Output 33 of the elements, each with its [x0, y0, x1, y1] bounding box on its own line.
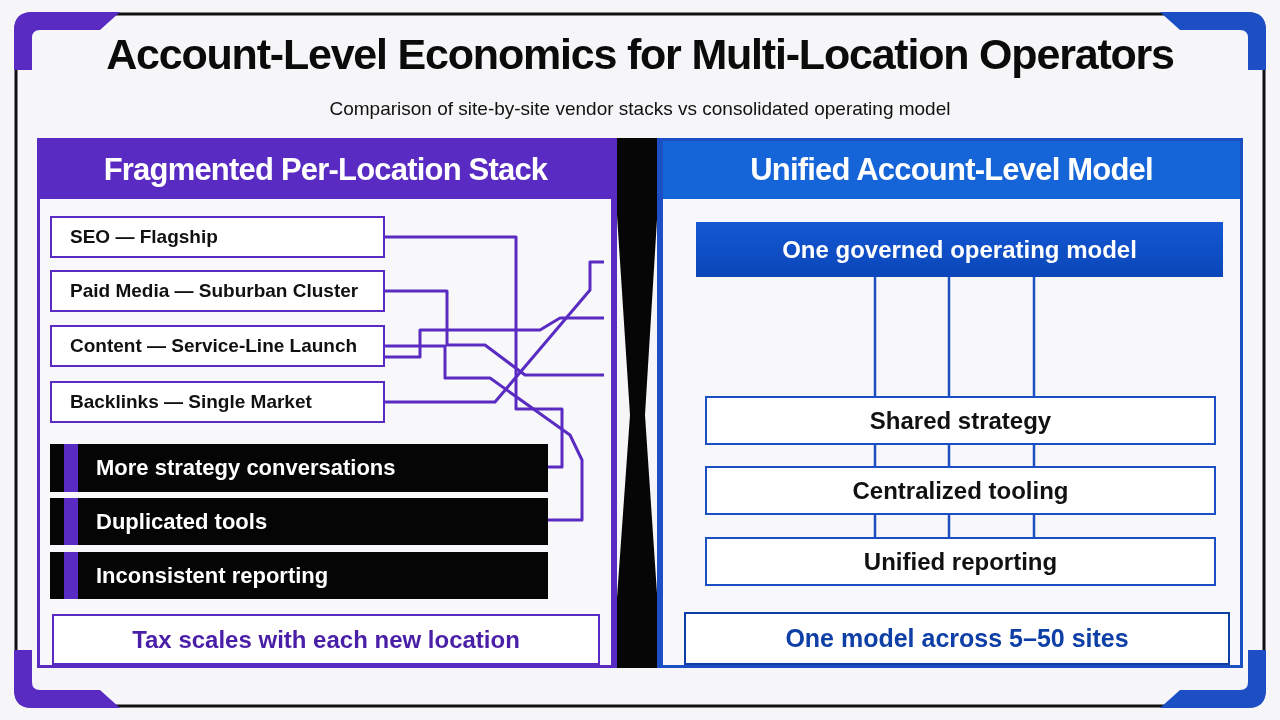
connector-line	[947, 445, 951, 466]
diagram-subtitle: Comparison of site-by-site vendor stacks vs consolidated operating model	[328, 98, 952, 120]
vendor-box: Content — Service-Line Launch	[50, 325, 385, 367]
connector-line	[1032, 277, 1036, 396]
summary-box: Tax scales with each new location	[52, 614, 600, 665]
panel	[37, 138, 617, 668]
summary-box: One model across 5–50 sites	[684, 612, 1230, 665]
cost-bar: More strategy conversations	[50, 444, 548, 492]
vendor-box: Paid Media — Suburban Cluster	[50, 270, 385, 312]
cost-bar: Inconsistent reporting	[50, 552, 548, 599]
panel-heading: Fragmented Per-Location Stack	[40, 141, 611, 199]
panel-heading: Unified Account-Level Model	[663, 141, 1240, 199]
connector-line	[1032, 515, 1036, 537]
connector-line	[385, 344, 584, 522]
connector-line	[1032, 445, 1036, 466]
connector-line	[873, 515, 877, 537]
layer-box: Unified reporting	[705, 537, 1216, 586]
diagram-title: Account-Level Economics for Multi-Location Operators	[105, 30, 1175, 79]
connector-line	[385, 316, 604, 359]
connector-line	[385, 289, 604, 377]
connector-line	[873, 445, 877, 466]
vendor-box: Backlinks — Single Market	[50, 381, 385, 423]
connector-line	[385, 260, 604, 404]
connector-line	[947, 277, 951, 396]
connector-line	[385, 235, 564, 469]
connector-line	[873, 277, 877, 396]
cost-bar: Duplicated tools	[50, 498, 548, 545]
vendor-box: SEO — Flagship	[50, 216, 385, 258]
layer-box: Shared strategy	[705, 396, 1216, 445]
layer-box: Centralized tooling	[705, 466, 1216, 515]
model-box: One governed operating model	[696, 222, 1223, 277]
connector-line	[947, 515, 951, 537]
panel	[657, 138, 1243, 668]
